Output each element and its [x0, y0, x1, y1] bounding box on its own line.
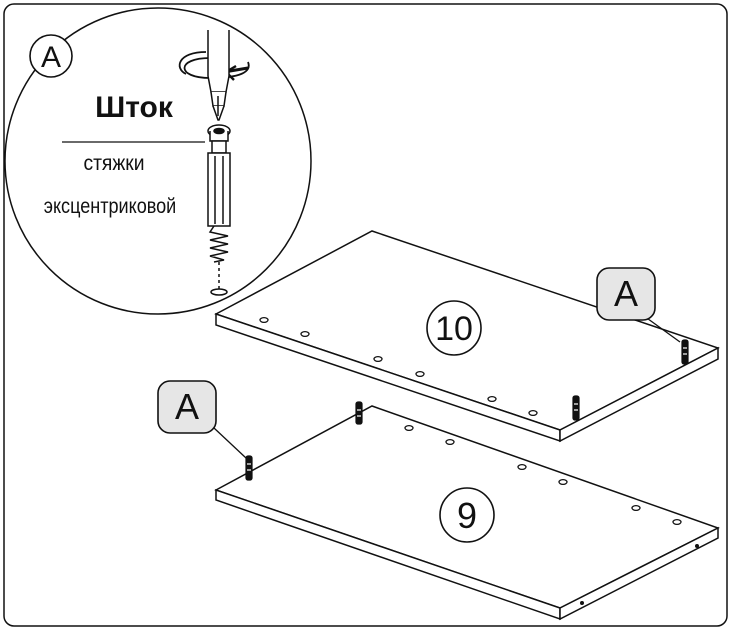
- panel-9-number-badge: 9: [439, 487, 495, 543]
- panel-10-side-edge: [559, 346, 719, 443]
- eccentric-bolt-icon: [207, 124, 231, 296]
- detail-view: A Шток стяжки эксцентриковой: [4, 7, 312, 315]
- panel-9-holes: [404, 424, 682, 526]
- panel-10-callout-letter: A: [614, 273, 638, 314]
- panel-9-number: 9: [457, 495, 477, 536]
- detail-subtitle-2: эксцентриковой: [44, 195, 177, 219]
- detail-title: Шток: [95, 91, 174, 124]
- frame-border: [3, 3, 728, 627]
- detail-callout: A: [29, 34, 73, 78]
- panel-10: 10 A: [214, 230, 720, 443]
- panel-10-number: 10: [435, 310, 473, 348]
- panel-9-callout: A: [157, 380, 247, 459]
- panel-10-bolts: [572, 339, 689, 421]
- detail-circle: [4, 7, 312, 315]
- panel-10-number-badge: 10: [426, 300, 482, 356]
- detail-callout-letter: A: [41, 41, 61, 74]
- detail-subtitle-1: стяжки: [83, 152, 144, 175]
- panel-10-holes: [259, 316, 538, 417]
- panel-10-callout: A: [596, 267, 681, 343]
- panel-9-side-edge: [559, 526, 719, 621]
- screwdriver-icon: [207, 30, 230, 121]
- panel-9-bolts: [245, 401, 363, 481]
- panel-9: 9 A: [157, 380, 720, 621]
- panel-9-callout-letter: A: [175, 386, 199, 427]
- panel-9-edge-holes: [580, 544, 699, 605]
